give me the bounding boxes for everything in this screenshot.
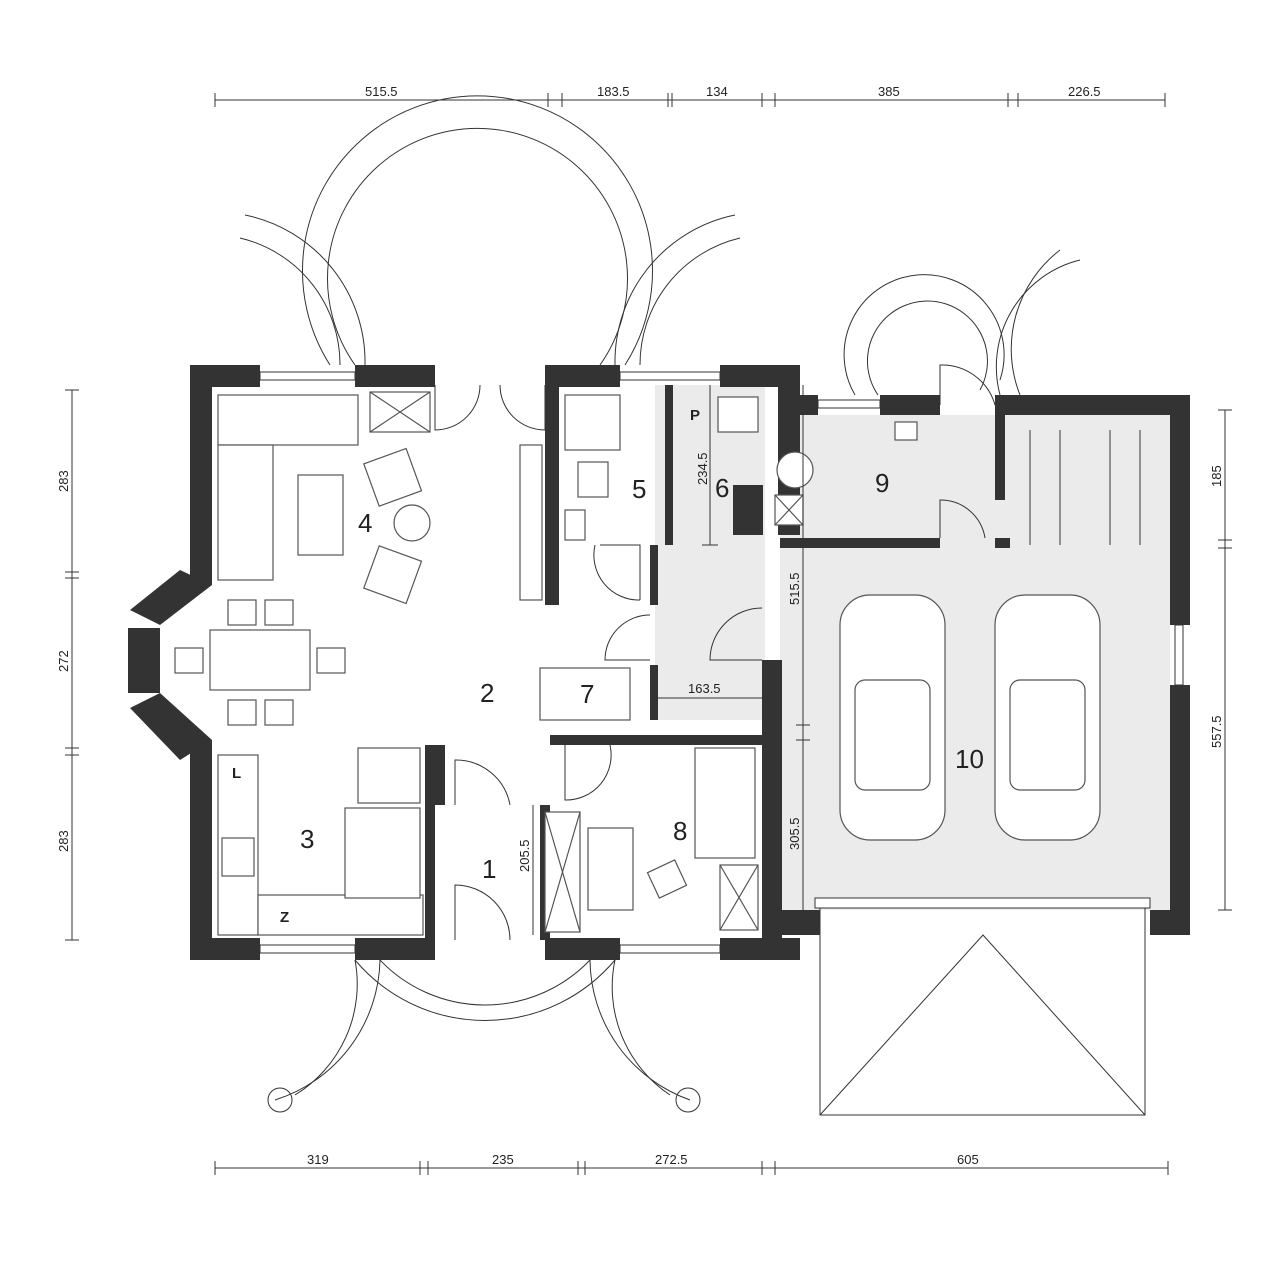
dim-bottom-2: 235: [492, 1152, 514, 1167]
dim-top-4: 385: [878, 84, 900, 99]
room-2-label: 2: [480, 678, 494, 708]
room-6-label: 6: [715, 473, 729, 503]
terrace-arcs: [239, 95, 1081, 1113]
dim-right-1: 185: [1209, 465, 1224, 487]
room-4-label: 4: [358, 508, 372, 538]
dim-bottom-4: 605: [957, 1152, 979, 1167]
dim-left-1: 283: [56, 470, 71, 492]
fridge-label: L: [232, 765, 241, 782]
dimension-lines: [65, 93, 1232, 1175]
dim-entry-width: 205.5: [517, 839, 532, 872]
room-7-label: 7: [580, 679, 594, 709]
room-1-label: 1: [482, 854, 496, 884]
dim-room6-height: 234.5: [695, 452, 710, 485]
room-5-label: 5: [632, 474, 646, 504]
dim-left-2: 272: [56, 650, 71, 672]
walls: [128, 365, 1190, 960]
room-8-label: 8: [673, 816, 687, 846]
dim-right-2: 557.5: [1209, 715, 1224, 748]
windows: [137, 371, 1184, 954]
room-9-label: 9: [875, 468, 889, 498]
dim-top-2: 183.5: [597, 84, 630, 99]
driveway: [814, 897, 1151, 1116]
dimension-labels: 515.5 183.5 134 385 226.5 319 235 272.5 …: [56, 84, 1224, 1167]
dim-bottom-3: 272.5: [655, 1152, 688, 1167]
doors: [434, 384, 986, 941]
furniture: [174, 391, 1141, 936]
dim-hall-length: 515.5: [787, 572, 802, 605]
dim-garage-inner: 305.5: [787, 817, 802, 850]
dim-stair-width: 163.5: [688, 681, 721, 696]
sink-label: Z: [280, 909, 289, 926]
dim-top-5: 226.5: [1068, 84, 1101, 99]
boiler-label: P: [690, 407, 700, 424]
room-3-label: 3: [300, 824, 314, 854]
dim-left-3: 283: [56, 830, 71, 852]
garage-floor: [780, 415, 1170, 910]
dim-top-3: 134: [706, 84, 728, 99]
dim-top-1: 515.5: [365, 84, 398, 99]
room-10-label: 10: [955, 744, 984, 774]
dim-bottom-1: 319: [307, 1152, 329, 1167]
